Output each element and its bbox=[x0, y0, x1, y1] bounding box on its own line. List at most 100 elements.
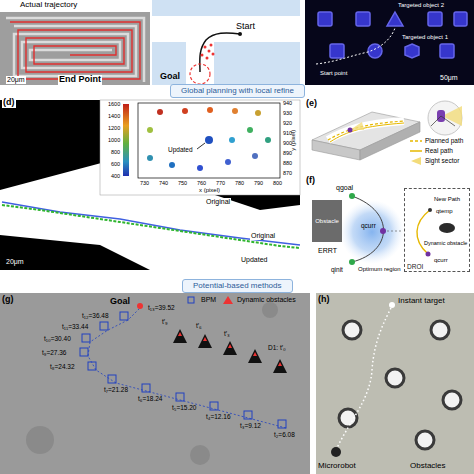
g-shape bbox=[173, 329, 287, 373]
figure-label: t₂=6.08 bbox=[274, 431, 295, 438]
rect-shape bbox=[316, 293, 474, 474]
circle-shape bbox=[182, 108, 188, 114]
polygon-shape bbox=[253, 352, 257, 356]
rect-shape bbox=[82, 334, 90, 342]
figure-label: Goal bbox=[160, 72, 180, 82]
figure-label: t₃=9.12 bbox=[240, 422, 261, 429]
rect-shape bbox=[88, 362, 96, 370]
figure-label: Dynamic obstacle bbox=[424, 240, 467, 246]
figure-label: Targeted object 2 bbox=[398, 2, 444, 9]
circle-shape bbox=[207, 107, 213, 113]
rect-shape bbox=[152, 0, 300, 85]
figure-label: 1600 bbox=[108, 101, 120, 107]
polygon-shape bbox=[312, 140, 360, 160]
figure-label: t₁₂=36.48 bbox=[82, 312, 109, 319]
figure-label: D1: t′₀ bbox=[268, 344, 286, 351]
figure-label: Updated bbox=[240, 256, 268, 264]
path-shape bbox=[417, 210, 430, 254]
rect-shape bbox=[278, 420, 286, 428]
legend-sample bbox=[410, 157, 422, 165]
legend-shape bbox=[411, 157, 421, 165]
circle-shape bbox=[247, 127, 253, 133]
rect-shape bbox=[244, 411, 252, 419]
figure-label: qcurr bbox=[434, 257, 448, 264]
figure-label: t₈=24.32 bbox=[50, 363, 75, 370]
figure-label: 870 bbox=[283, 170, 292, 176]
figure-label: qtemp bbox=[436, 208, 453, 215]
path-shape bbox=[88, 308, 286, 428]
figure-label: t′₆ bbox=[196, 322, 202, 329]
circle-shape bbox=[331, 447, 341, 457]
circle-shape bbox=[255, 110, 261, 116]
figure-label: 730 bbox=[140, 180, 149, 186]
line-shape bbox=[197, 143, 205, 149]
circle-shape bbox=[190, 445, 210, 465]
figure-label: qinit bbox=[331, 266, 343, 273]
rect-shape bbox=[176, 393, 184, 401]
circle-shape bbox=[201, 54, 204, 57]
g-shape bbox=[147, 107, 271, 171]
g-shape bbox=[339, 321, 461, 449]
legend-shape bbox=[410, 150, 422, 152]
figure-label: 800 bbox=[111, 149, 120, 155]
figure-label: 50μm bbox=[440, 74, 458, 82]
figure-label: (f) bbox=[306, 176, 315, 186]
figure-label: Microrobot bbox=[318, 462, 356, 471]
circle-shape bbox=[389, 302, 395, 308]
figure-label: Original bbox=[205, 198, 231, 206]
rect-shape bbox=[0, 12, 150, 85]
figure-label: t₉=27.36 bbox=[42, 349, 66, 356]
circle-shape bbox=[208, 50, 211, 53]
polygon-shape bbox=[278, 362, 282, 366]
figure-label: 890 bbox=[283, 150, 292, 156]
figure-label: ERRT bbox=[318, 247, 337, 255]
node-text: Obstacle bbox=[315, 218, 339, 224]
figure-label: Instant target bbox=[398, 297, 445, 306]
figure-label: t₁₀=30.40 bbox=[44, 335, 71, 342]
figure-label: 400 bbox=[111, 173, 120, 179]
path-shape bbox=[2, 202, 300, 245]
polygon-shape bbox=[173, 329, 187, 343]
figure-label: 780 bbox=[235, 180, 244, 186]
figure-label: 1400 bbox=[108, 113, 120, 119]
figure-label: t₅=15.20 bbox=[172, 404, 197, 411]
legend-entry: Sight sector bbox=[410, 157, 459, 165]
figure-label: t₆=18.24 bbox=[138, 395, 163, 402]
polygon-shape bbox=[387, 12, 403, 26]
rect-shape bbox=[142, 384, 150, 392]
rect-shape bbox=[100, 100, 300, 195]
circle-shape bbox=[204, 46, 207, 49]
figure-label: t′₃ bbox=[224, 330, 230, 337]
legend-text: Real path bbox=[425, 147, 453, 154]
rect-shape bbox=[428, 12, 442, 26]
polygon-shape bbox=[178, 332, 182, 336]
legend-entry: Planned path bbox=[410, 137, 463, 145]
rect-shape bbox=[440, 44, 454, 58]
figure-label: (d) bbox=[2, 98, 16, 108]
rect-shape bbox=[356, 12, 370, 26]
rect-shape bbox=[318, 12, 332, 26]
line-shape bbox=[387, 231, 403, 232]
polygon-shape bbox=[152, 16, 300, 85]
circle-shape bbox=[26, 426, 54, 454]
path-shape bbox=[10, 22, 140, 79]
figure-label: Obstacles bbox=[410, 462, 446, 471]
polygon-shape bbox=[248, 349, 262, 363]
figure-label: 20μm bbox=[6, 76, 26, 84]
figure-label: 940 bbox=[283, 100, 292, 106]
figure-label: Goal bbox=[110, 297, 130, 307]
figure-label: qcurr bbox=[361, 222, 376, 229]
circle-shape bbox=[349, 193, 355, 199]
legend-entry: BPM bbox=[186, 296, 216, 304]
figure-label: 20μm bbox=[6, 258, 24, 266]
figure-label: 790 bbox=[254, 180, 263, 186]
circle-shape bbox=[252, 153, 258, 159]
path-shape bbox=[336, 306, 392, 450]
figure-label: t′₉ bbox=[162, 318, 168, 325]
obstacle-box: Obstacle bbox=[312, 200, 342, 242]
rect-shape bbox=[454, 12, 467, 26]
polygon-shape bbox=[203, 337, 207, 341]
circle-shape bbox=[428, 101, 462, 135]
path-shape bbox=[6, 18, 144, 82]
legend-text: Planned path bbox=[425, 137, 463, 144]
